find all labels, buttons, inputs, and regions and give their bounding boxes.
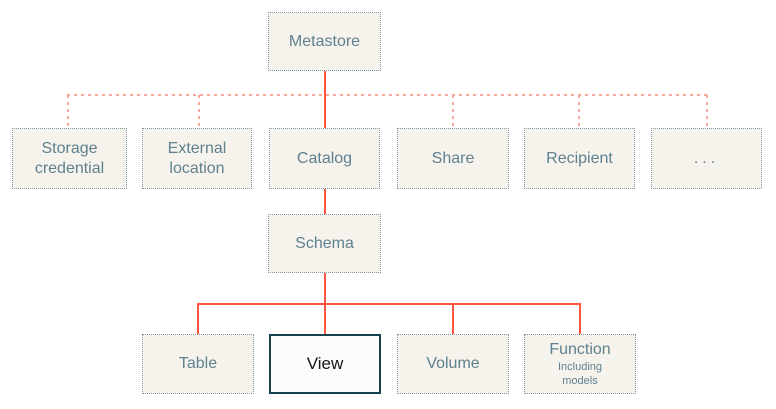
edge-drop-ellipsis <box>706 95 708 128</box>
edge-bus-schema-children <box>197 303 581 305</box>
node-catalog: Catalog <box>269 128 380 189</box>
node-storage-credential: Storage credential <box>12 128 127 189</box>
node-share-label: Share <box>431 149 475 167</box>
node-external-location-label: External location <box>167 139 227 177</box>
edge-bus-metastore-children <box>67 94 708 96</box>
edge-drop-table <box>197 304 199 334</box>
edge-drop-share <box>452 95 454 128</box>
node-schema: Schema <box>268 214 381 273</box>
node-recipient: Recipient <box>524 128 635 189</box>
node-recipient-label: Recipient <box>546 149 613 167</box>
node-table-label: Table <box>178 355 218 372</box>
node-view: View <box>269 334 381 394</box>
edge-drop-recipient <box>578 95 580 128</box>
node-ellipsis-label: ... <box>693 149 720 167</box>
edge-catalog-schema <box>324 189 326 214</box>
edge-drop-volume <box>452 304 454 334</box>
node-storage-credential-label: Storage credential <box>34 139 105 177</box>
node-view-label: View <box>306 354 344 374</box>
node-catalog-label: Catalog <box>296 149 353 167</box>
node-volume-label: Volume <box>426 355 480 372</box>
node-function-label: Function <box>549 341 611 359</box>
node-ellipsis: ... <box>651 128 762 189</box>
node-share: Share <box>397 128 509 189</box>
node-external-location: External location <box>142 128 252 189</box>
node-function: Function Including models <box>524 334 636 394</box>
edge-metastore-catalog <box>324 71 326 128</box>
node-volume: Volume <box>397 334 509 394</box>
edge-drop-storage-credential <box>67 95 69 128</box>
node-function-sublabel: Including models <box>557 361 603 387</box>
node-schema-label: Schema <box>295 234 354 252</box>
edge-drop-function <box>579 304 581 334</box>
node-metastore-label: Metastore <box>288 32 361 50</box>
node-table: Table <box>142 334 254 394</box>
edge-drop-external-location <box>198 95 200 128</box>
node-metastore: Metastore <box>268 12 381 71</box>
